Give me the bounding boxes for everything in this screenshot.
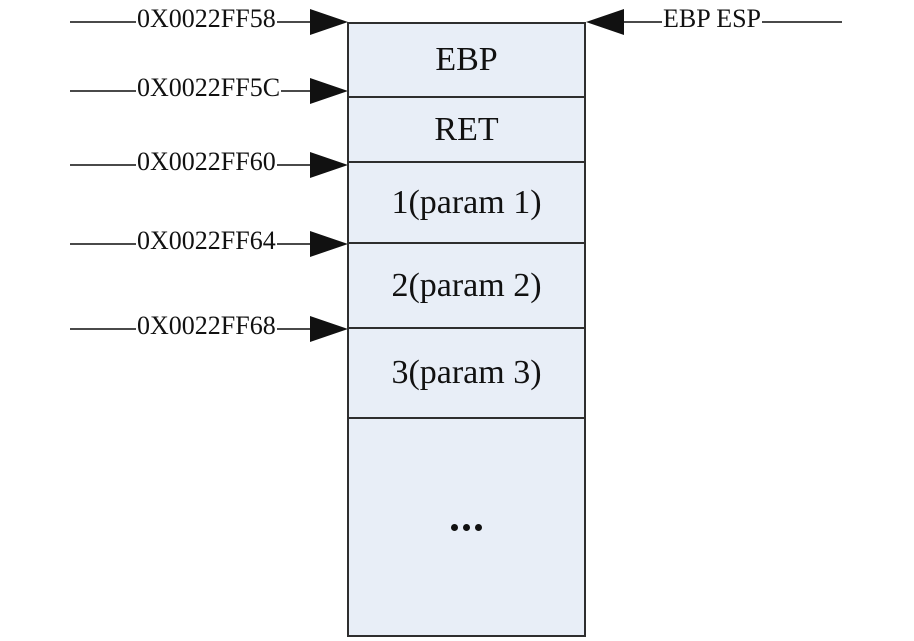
arrow-right-icon [310,9,348,35]
address-label: 0X0022FF60 [137,147,276,176]
stack-cell-param1: 1(param 1) [349,163,584,244]
leader-line [70,90,136,92]
arrow-right-icon [310,78,348,104]
stack-box: EBP RET 1(param 1) 2(param 2) 3(param 3)… [347,22,586,637]
stack-cell-ebp: EBP [349,24,584,98]
stack-cell-param3: 3(param 3) [349,329,584,419]
leader-line [70,21,136,23]
leader-line [276,243,310,245]
stack-cell-ret: RET [349,98,584,163]
arrow-right-icon [310,316,348,342]
leader-line [624,21,662,23]
dot-icon [451,523,458,531]
register-pointer-row: EBP ESP [586,5,842,39]
dot-icon [475,523,482,531]
leader-line [276,164,310,166]
ellipsis-dots [451,523,482,531]
arrow-right-icon [310,152,348,178]
arrow-right-icon [310,231,348,257]
address-label: 0X0022FF68 [137,311,276,340]
address-label: 0X0022FF64 [137,226,276,255]
leader-line [762,21,842,23]
address-pointer-row-2: 0X0022FF5C [70,74,348,108]
stack-cell-label: RET [434,110,499,148]
arrow-left-icon [586,9,624,35]
address-pointer-row-4: 0X0022FF64 [70,227,348,261]
stack-cell-label: EBP [435,41,498,78]
leader-line [70,164,136,166]
register-label: EBP ESP [663,4,762,33]
stack-cell-label: 2(param 2) [391,266,542,304]
stack-cell-more: ... [349,419,584,635]
leader-line [70,328,136,330]
address-pointer-row-3: 0X0022FF60 [70,148,348,182]
stack-cell-label: 3(param 3) [391,354,542,391]
leader-line [70,243,136,245]
stack-cell-label: 1(param 1) [391,183,542,221]
address-label: 0X0022FF58 [137,4,276,33]
stack-cell-param2: 2(param 2) [349,244,584,329]
leader-line [276,328,310,330]
address-label: 0X0022FF5C [137,73,281,102]
leader-line [276,21,310,23]
address-pointer-row-5: 0X0022FF68 [70,312,348,346]
address-pointer-row-1: 0X0022FF58 [70,5,348,39]
dot-icon [463,523,470,531]
leader-line [281,90,310,92]
